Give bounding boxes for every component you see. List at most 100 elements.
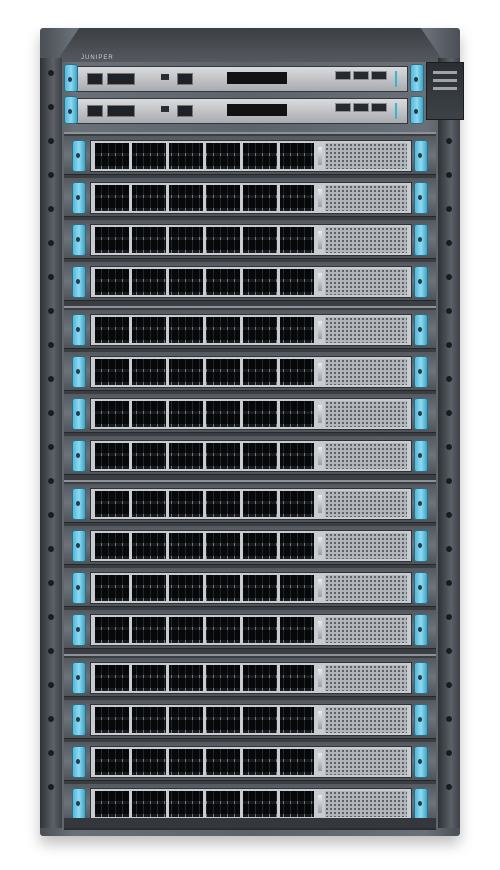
rack-mount-hole (48, 716, 54, 722)
card-status-led (318, 147, 322, 165)
qsfp-port-bank (95, 749, 317, 775)
qsfp-port-bank (95, 617, 317, 643)
rack-mount-hole (48, 614, 54, 620)
rack-mount-hole (48, 274, 54, 280)
rack-mount-hole (48, 512, 54, 518)
line-card-faceplate (90, 398, 412, 430)
line-card (64, 310, 436, 349)
left-ejector-latch (72, 266, 86, 298)
line-card-group (64, 132, 436, 308)
card-status-led (318, 621, 322, 639)
air-vent (325, 143, 407, 169)
qsfp-port-bank (95, 359, 317, 385)
line-card (64, 220, 436, 259)
rack-mount-hole (446, 138, 452, 144)
rack-mount-hole (48, 376, 54, 382)
right-ejector-latch (414, 140, 428, 172)
air-vent (325, 185, 407, 211)
qsfp-port-bank (95, 533, 317, 559)
line-card-faceplate (90, 266, 412, 298)
left-ejector-latch (72, 788, 86, 820)
line-card (64, 784, 436, 823)
rack-mount-hole (446, 546, 452, 552)
line-card (64, 436, 436, 475)
console-port (107, 73, 135, 85)
rack-mount-hole (446, 342, 452, 348)
rack-mount-hole (48, 138, 54, 144)
air-vent (325, 491, 407, 517)
line-card (64, 526, 436, 565)
line-card-faceplate (90, 662, 412, 694)
air-vent (325, 359, 407, 385)
rack-mount-hole (48, 648, 54, 654)
line-card (64, 568, 436, 607)
line-card-group (64, 654, 436, 830)
left-ejector-latch (72, 314, 86, 346)
re1-ejector-latch (64, 96, 78, 124)
routing-engine-0: JUNIPER (76, 55, 408, 92)
rack-mount-hole (446, 172, 452, 178)
card-status-led (318, 537, 322, 555)
rack-mount-hole (446, 240, 452, 246)
card-status-led (318, 363, 322, 381)
ethernet-port (177, 105, 193, 117)
mgmt-port (87, 105, 103, 117)
usb-port (161, 106, 169, 112)
craft-interface-panel (426, 62, 464, 120)
qsfp-port-bank (95, 143, 317, 169)
chassis-top-cap (56, 28, 444, 62)
line-card (64, 178, 436, 217)
chassis-bottom-plate (64, 818, 436, 828)
lcd-display (227, 104, 287, 116)
rack-mount-hole (446, 682, 452, 688)
rack-mount-hole (48, 682, 54, 688)
line-card-group (64, 306, 436, 482)
sfp-port (335, 71, 351, 80)
left-ejector-latch (72, 614, 86, 646)
card-status-led (318, 447, 322, 465)
lcd-display (227, 72, 287, 84)
left-ejector-latch (72, 746, 86, 778)
qsfp-port-bank (95, 575, 317, 601)
craft-led (433, 79, 457, 82)
console-port (107, 105, 135, 117)
card-status-led (318, 579, 322, 597)
left-ejector-latch (72, 224, 86, 256)
rack-mount-hole (48, 308, 54, 314)
right-ejector-latch (414, 614, 428, 646)
rack-mount-hole (48, 410, 54, 416)
right-ejector-latch (414, 398, 428, 430)
air-vent (325, 749, 407, 775)
routing-engine-1 (76, 98, 408, 124)
left-ejector-latch (72, 704, 86, 736)
air-vent (325, 575, 407, 601)
left-ejector-latch (72, 440, 86, 472)
qsfp-port-bank (95, 707, 317, 733)
right-ejector-latch (414, 572, 428, 604)
mgmt-port (87, 73, 103, 85)
line-card (64, 262, 436, 301)
sfp-port (353, 71, 369, 80)
right-ejector-latch (414, 788, 428, 820)
card-status-led (318, 273, 322, 291)
card-status-led (318, 231, 322, 249)
sfp-port (371, 103, 387, 112)
rack-mount-hole (48, 444, 54, 450)
card-status-led (318, 711, 322, 729)
air-vent (325, 791, 407, 817)
usb-port (161, 74, 169, 80)
rack-mount-hole (48, 546, 54, 552)
rack-mount-hole (48, 342, 54, 348)
air-vent (325, 227, 407, 253)
right-ejector-latch (414, 182, 428, 214)
line-card-faceplate (90, 314, 412, 346)
rack-mount-hole (446, 716, 452, 722)
line-card-faceplate (90, 614, 412, 646)
rack-mount-hole (446, 512, 452, 518)
air-vent (325, 269, 407, 295)
qsfp-port-bank (95, 443, 317, 469)
rack-mount-hole (446, 750, 452, 756)
left-ejector-latch (72, 182, 86, 214)
line-card-faceplate (90, 440, 412, 472)
air-vent (325, 401, 407, 427)
